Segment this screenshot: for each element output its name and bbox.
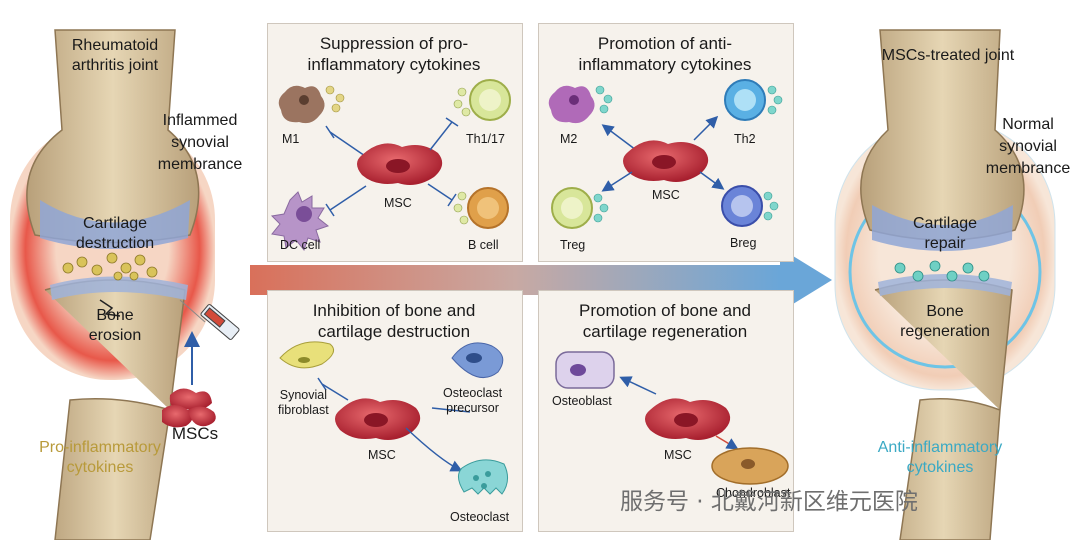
ra-joint-illustration bbox=[10, 29, 240, 540]
label-b-cell: B cell bbox=[468, 238, 499, 252]
cartilage-destruction-label: Cartilage destruction bbox=[75, 215, 155, 252]
panel-inhibition-title: Inhibition of bone and cartilage destruc… bbox=[312, 301, 476, 341]
panel-inhibition-cells bbox=[279, 341, 508, 495]
label-chondroblast: Chondroblast bbox=[716, 486, 791, 500]
ra-joint-title: Rheumatoid arthritis joint bbox=[71, 37, 159, 74]
treated-joint-illustration bbox=[834, 29, 1056, 540]
label-osteoclast: Osteoclast bbox=[450, 510, 510, 524]
panel-promotion-cells bbox=[548, 79, 783, 229]
label-msc-4: MSC bbox=[664, 448, 692, 462]
label-m1: M1 bbox=[282, 132, 300, 146]
label-osteoclast-precursor: Osteoclast precursor bbox=[443, 386, 503, 415]
label-m2: M2 bbox=[560, 132, 578, 146]
anti-inflammatory-label: Anti-inflammatory cytokines bbox=[877, 439, 1003, 476]
label-th1-17: Th1/17 bbox=[466, 132, 505, 146]
label-osteoblast: Osteoblast bbox=[552, 394, 612, 408]
pro-inflammatory-label: Pro-inflammatory cytokines bbox=[39, 439, 161, 476]
panel-promotion-title: Promotion of anti- inflammatory cytokine… bbox=[578, 34, 752, 74]
label-msc-1: MSC bbox=[384, 196, 412, 210]
label-msc-2: MSC bbox=[652, 188, 680, 202]
normal-synovial-label: Normal synovial membrance bbox=[985, 116, 1071, 177]
panel-regeneration-title: Promotion of bone and cartilage regenera… bbox=[578, 301, 751, 341]
treated-joint-title: MSCs-treated joint bbox=[881, 47, 1015, 64]
mscs-label: MSCs bbox=[171, 424, 219, 443]
label-msc-3: MSC bbox=[368, 448, 396, 462]
label-breg: Breg bbox=[730, 236, 757, 250]
label-treg: Treg bbox=[560, 238, 586, 252]
panel-regeneration-cells bbox=[555, 351, 789, 485]
label-th2: Th2 bbox=[734, 132, 756, 146]
label-dc-cell: DC cell bbox=[280, 238, 321, 252]
mscs-cluster bbox=[162, 388, 216, 428]
panel-suppression-cells bbox=[270, 79, 511, 252]
bone-regeneration-label: Bone regeneration bbox=[900, 303, 990, 340]
watermark: 服务号 · 北戴河新区维元医院 bbox=[620, 489, 918, 515]
panel-suppression-title: Suppression of pro- inflammatory cytokin… bbox=[307, 34, 481, 74]
inflamed-synovial-label: Inflammed synovial membrance bbox=[157, 112, 243, 173]
cartilage-repair-label: Cartilage repair bbox=[912, 215, 978, 252]
label-synovial-fibroblast: Synovial fibroblast bbox=[278, 388, 329, 417]
bone-erosion-label: Bone erosion bbox=[88, 307, 142, 344]
